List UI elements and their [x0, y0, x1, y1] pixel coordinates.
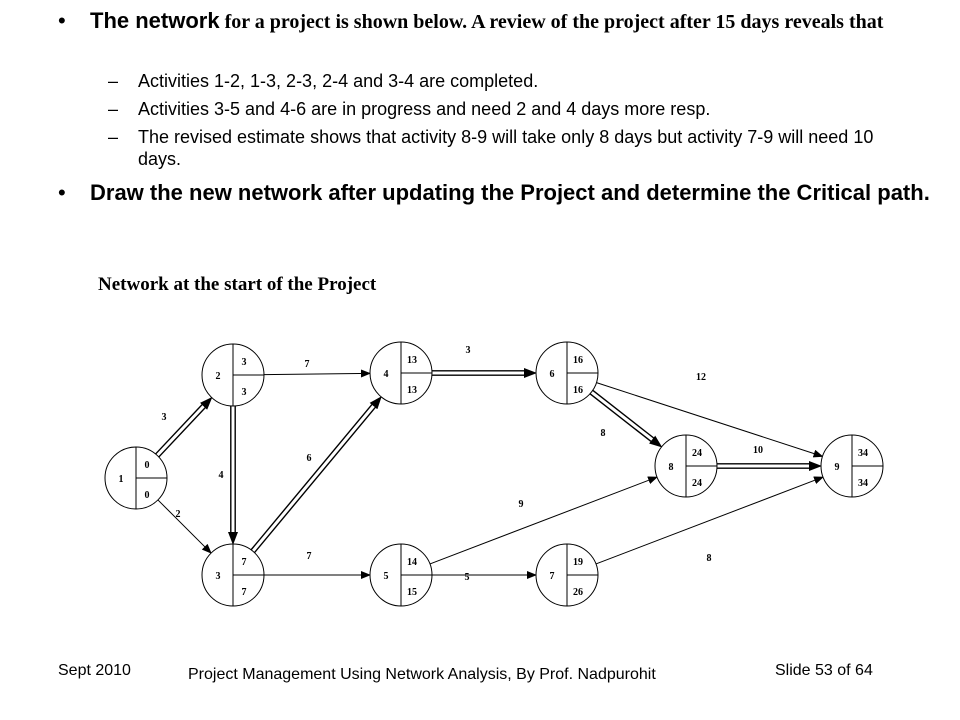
node-id-label: 9 [835, 462, 840, 473]
bullet-intro-text: The network for a project is shown below… [90, 8, 920, 36]
edge-duration-label: 5 [465, 572, 470, 583]
sub-item-text: Activities 3-5 and 4-6 are in progress a… [138, 99, 711, 119]
edge-duration-label: 8 [601, 428, 606, 439]
edge-duration-label: 9 [519, 499, 524, 510]
edge-duration-label: 3 [466, 345, 471, 356]
bullet-dot: • [58, 180, 66, 205]
node-latest-label: 0 [145, 490, 150, 501]
edge-duration-label: 7 [307, 551, 312, 562]
node-earliest-label: 14 [407, 557, 417, 568]
node-earliest-label: 0 [145, 460, 150, 471]
edge-8-9: 10 [717, 445, 822, 471]
node-1: 1 0 0 [104, 446, 168, 510]
bullet-task-text: Draw the new network after updating the … [90, 180, 930, 205]
edge-duration-label: 2 [176, 509, 181, 520]
edge-6-9: 12 [596, 372, 824, 458]
node-earliest-label: 13 [407, 355, 417, 366]
edge-6-8: 8 [589, 389, 663, 448]
node-earliest-label: 24 [692, 448, 702, 459]
footer-title: Project Management Using Network Analysi… [188, 666, 656, 683]
node-earliest-label: 3 [242, 357, 247, 368]
sub-dash: – [108, 71, 119, 91]
node-id-label: 8 [669, 462, 674, 473]
sub-dash: – [108, 127, 119, 147]
edge-1-2: 3 [155, 396, 213, 458]
node-6: 6 16 16 [535, 341, 599, 405]
edge-3-4: 6 [250, 396, 382, 554]
edge-7-9: 8 [595, 476, 824, 565]
node-8: 8 24 24 [654, 434, 718, 498]
node-4: 4 13 13 [369, 341, 433, 405]
edge-duration-label: 12 [696, 372, 706, 383]
node-id-label: 6 [550, 369, 555, 380]
node-latest-label: 7 [242, 587, 247, 598]
node-id-label: 2 [216, 371, 221, 382]
bullet-intro-rest: for a project is shown below. A review o… [219, 11, 884, 33]
node-latest-label: 13 [407, 385, 417, 396]
bullet-dot: • [58, 8, 66, 33]
edge-2-4: 7 [263, 359, 372, 378]
node-earliest-label: 34 [858, 448, 868, 459]
edge-duration-label: 8 [707, 553, 712, 564]
sub-item-text: Activities 1-2, 1-3, 2-3, 2-4 and 3-4 ar… [138, 71, 539, 91]
edge-1-3: 2 [157, 499, 212, 554]
bullet-intro-lead: The network [90, 8, 220, 33]
node-earliest-label: 19 [573, 557, 583, 568]
node-id-label: 1 [119, 474, 124, 485]
edge-duration-label: 6 [307, 453, 312, 464]
diagram-caption: Network at the start of the Project [98, 274, 377, 295]
edge-2-3: 4 [219, 406, 238, 545]
sub-item-text: The revised estimate shows that activity… [138, 127, 874, 169]
node-id-label: 3 [216, 571, 221, 582]
node-id-label: 4 [384, 369, 389, 380]
edge-5-7: 5 [432, 571, 537, 583]
footer-date: Sept 2010 [58, 662, 131, 679]
edge-duration-label: 10 [753, 445, 763, 456]
sub-dash: – [108, 99, 119, 119]
node-2: 2 3 3 [201, 343, 265, 407]
edge-3-5: 7 [264, 551, 371, 579]
node-earliest-label: 16 [573, 355, 583, 366]
node-latest-label: 15 [407, 587, 417, 598]
node-latest-label: 26 [573, 587, 583, 598]
node-latest-label: 24 [692, 478, 702, 489]
edge-duration-label: 7 [305, 359, 310, 370]
footer-slide-number: Slide 53 of 64 [775, 662, 873, 679]
node-id-label: 5 [384, 571, 389, 582]
node-5: 5 14 15 [369, 543, 433, 607]
node-id-label: 7 [550, 571, 555, 582]
edge-duration-label: 3 [162, 412, 167, 423]
node-9: 9 34 34 [820, 434, 884, 498]
node-7: 7 19 26 [535, 543, 599, 607]
node-latest-label: 34 [858, 478, 868, 489]
node-latest-label: 16 [573, 385, 583, 396]
node-3: 3 7 7 [201, 543, 265, 607]
node-latest-label: 3 [242, 387, 247, 398]
node-earliest-label: 7 [242, 557, 247, 568]
edge-duration-label: 4 [219, 470, 224, 481]
edge-5-8: 9 [429, 476, 658, 565]
edge-4-6: 3 [432, 345, 537, 378]
